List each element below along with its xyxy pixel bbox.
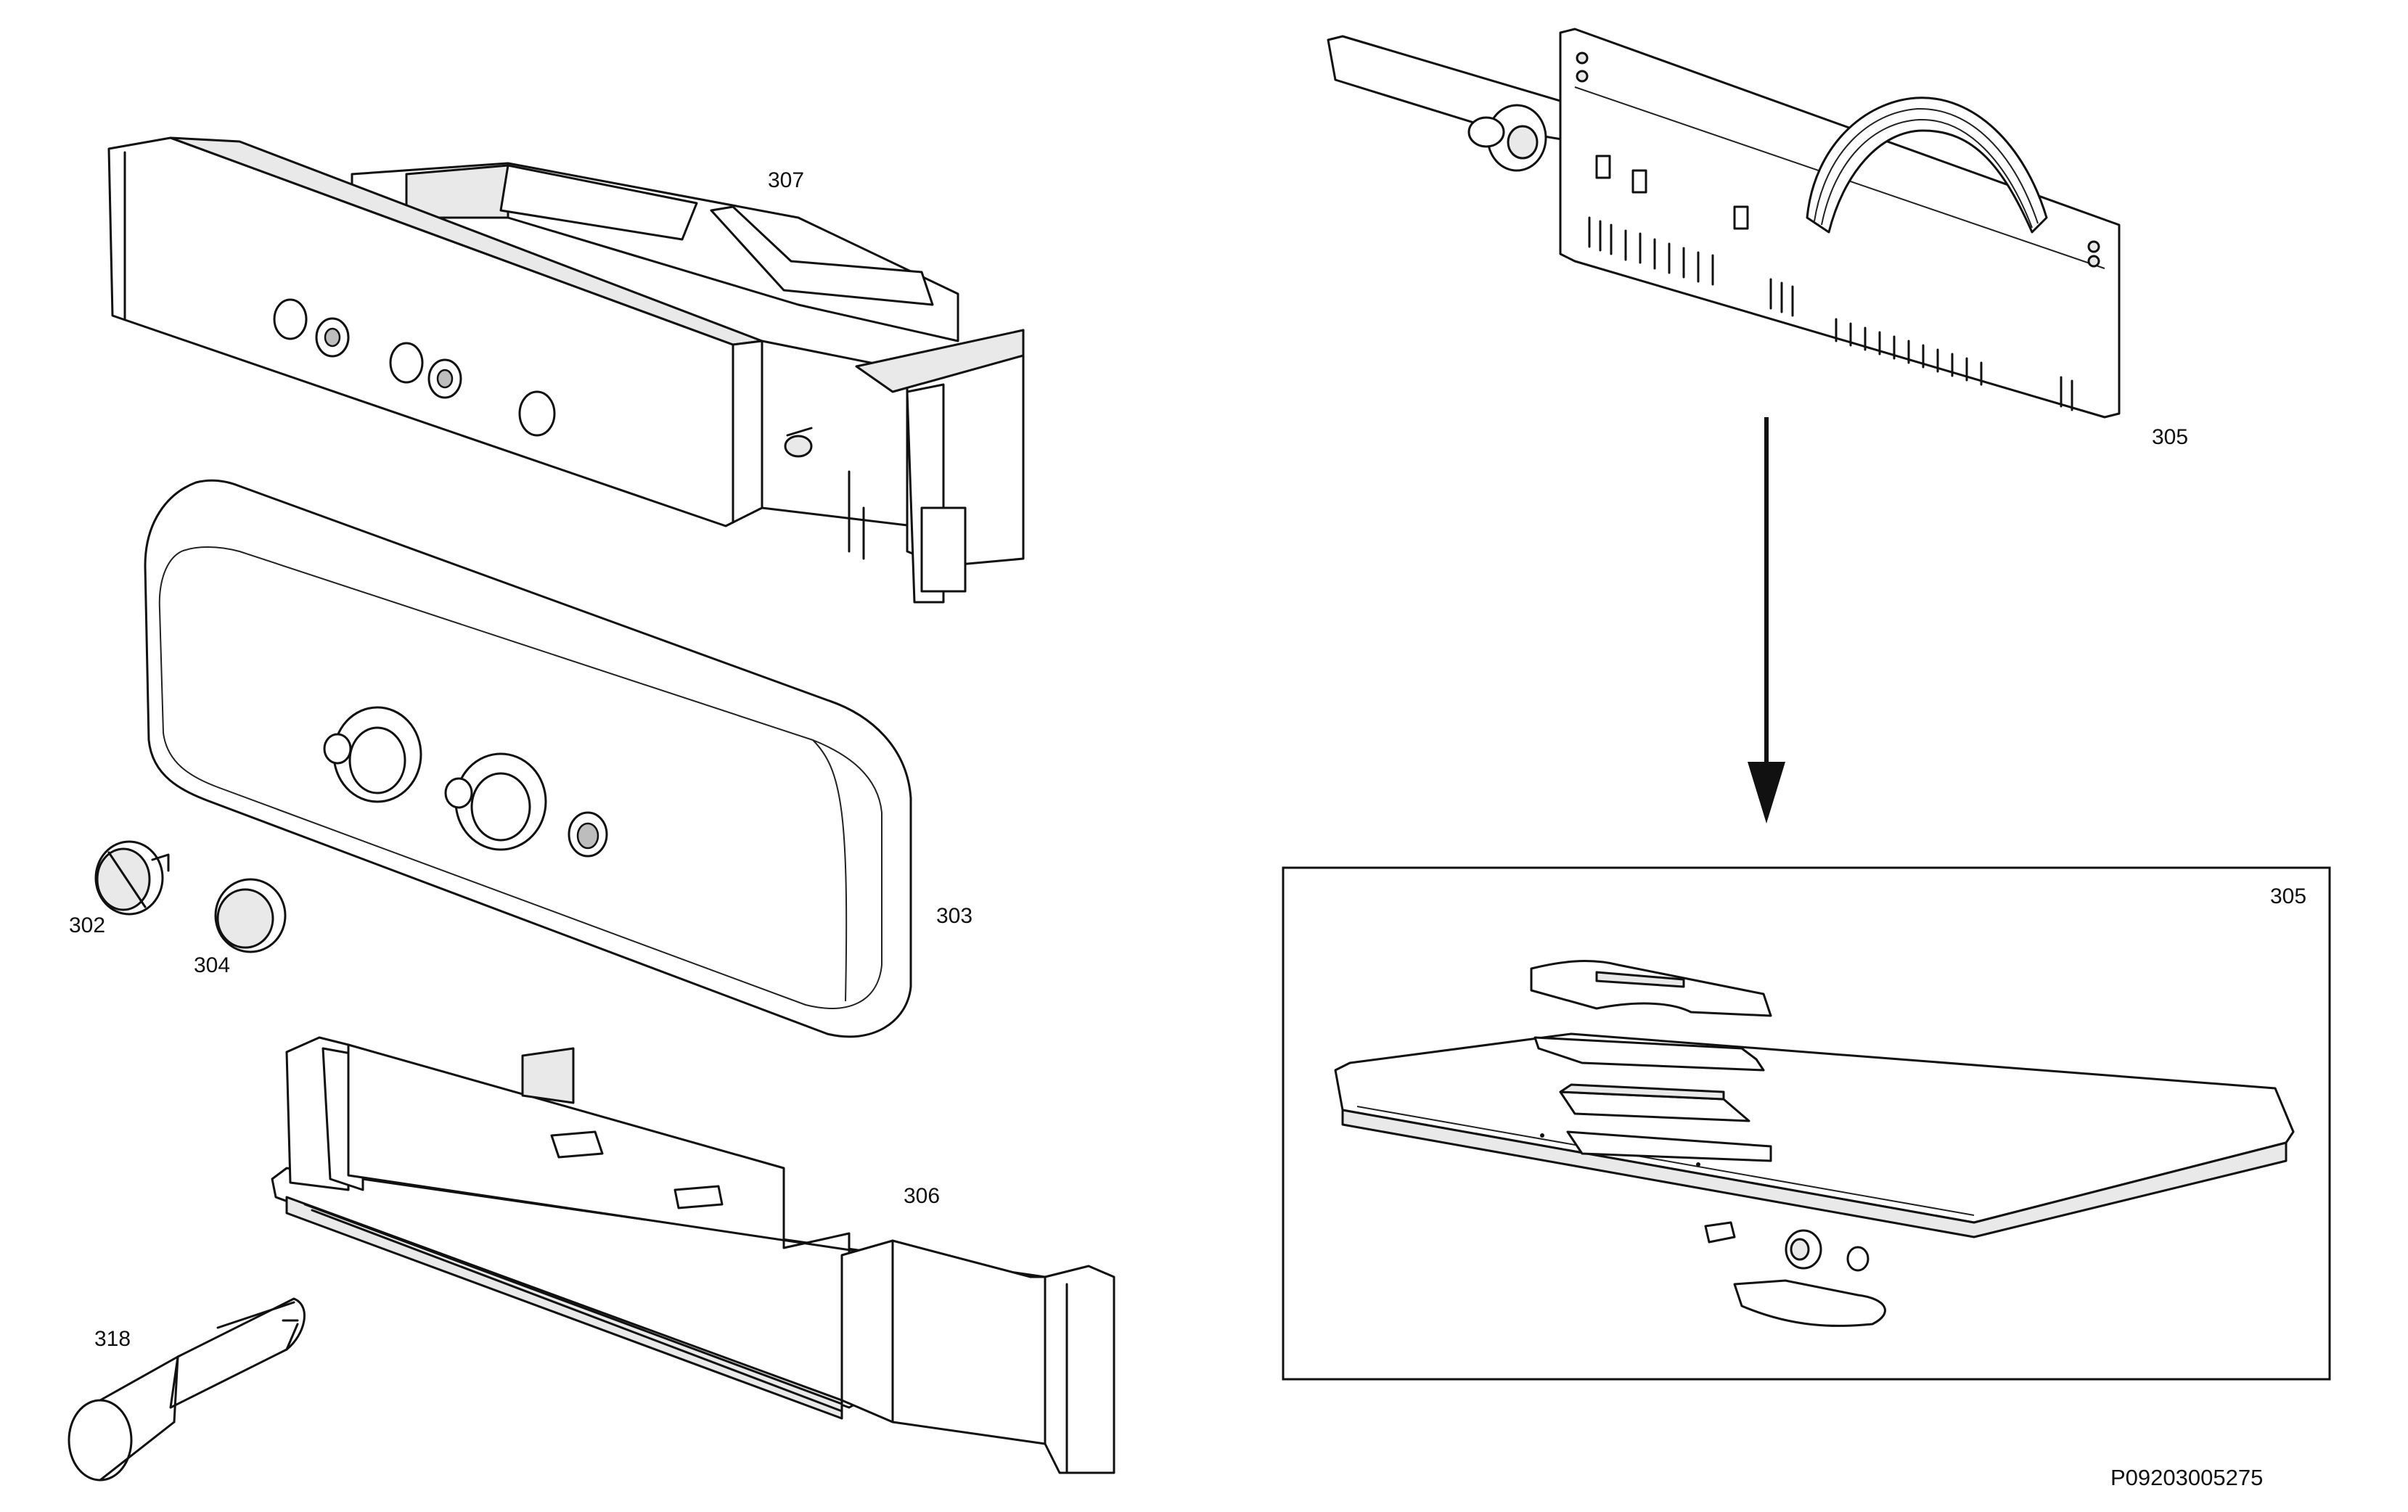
part-304-button-cap [214,878,287,953]
part-306-lower-frame [271,1036,1115,1474]
label-307: 307 [768,168,804,192]
label-305-detail: 305 [2270,884,2306,908]
part-305-pcb-board [1327,28,2121,419]
part-302-knob [94,840,170,916]
label-304: 304 [194,953,230,977]
part-305-detail-box [1282,866,2331,1381]
part-318-cylinder-sensor [67,1297,306,1482]
part-307-panel-housing [107,136,1025,604]
part-303-front-cover [144,479,912,1038]
label-303: 303 [936,904,972,928]
label-302: 302 [69,913,105,937]
label-306: 306 [904,1184,940,1208]
drawing-code: P09203005275 [2110,1465,2263,1490]
label-318: 318 [94,1327,131,1351]
assembly-arrow [1748,417,1785,823]
pcb-connector-pins [1588,216,2073,411]
label-305-board: 305 [2152,425,2188,449]
